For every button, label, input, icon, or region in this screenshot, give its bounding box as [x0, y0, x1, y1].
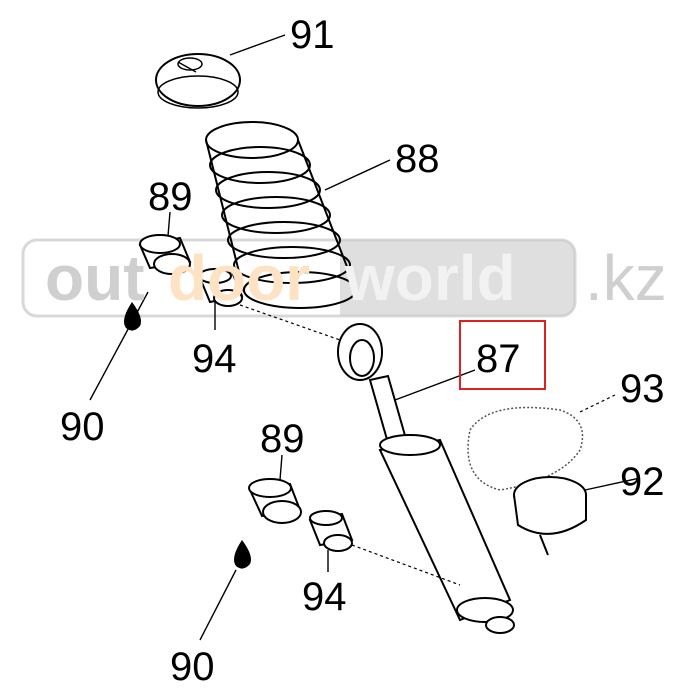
callout-93: 93	[620, 367, 665, 411]
watermark-fill	[340, 240, 575, 316]
part-87-shock-absorber[interactable]	[337, 323, 515, 634]
highlight-box	[459, 320, 546, 390]
callout-94-bottom: 94	[302, 575, 347, 619]
callout-90-top: 90	[60, 405, 105, 449]
grease-drop-icon	[124, 302, 141, 331]
part-89-bushing-bottom[interactable]	[248, 478, 302, 524]
callout-89-bottom: 89	[260, 417, 305, 461]
grease-drop-icon	[234, 540, 251, 569]
callout-88: 88	[395, 137, 440, 181]
callout-91: 91	[290, 13, 335, 57]
part-94-collar-top[interactable]	[198, 268, 244, 307]
callout-89-top: 89	[148, 175, 193, 219]
part-88-spring[interactable]	[205, 121, 357, 309]
watermark-text-world: world	[344, 242, 516, 314]
part-89-bushing-top[interactable]	[138, 234, 192, 275]
part-91-washer[interactable]	[155, 53, 241, 109]
callout-94-top: 94	[192, 337, 237, 381]
callout-90-bottom: 90	[170, 645, 215, 689]
watermark	[21, 238, 577, 318]
callout-87: 87	[476, 337, 521, 381]
part-93-gasket[interactable]	[467, 406, 584, 491]
watermark-text-kz: .kz	[585, 242, 667, 314]
callout-92: 92	[620, 460, 665, 504]
part-94-collar-bottom[interactable]	[308, 510, 354, 552]
watermark-text-out: out	[45, 242, 145, 314]
part-92-nut[interactable]	[513, 476, 587, 556]
watermark-text-door: door	[168, 242, 310, 314]
